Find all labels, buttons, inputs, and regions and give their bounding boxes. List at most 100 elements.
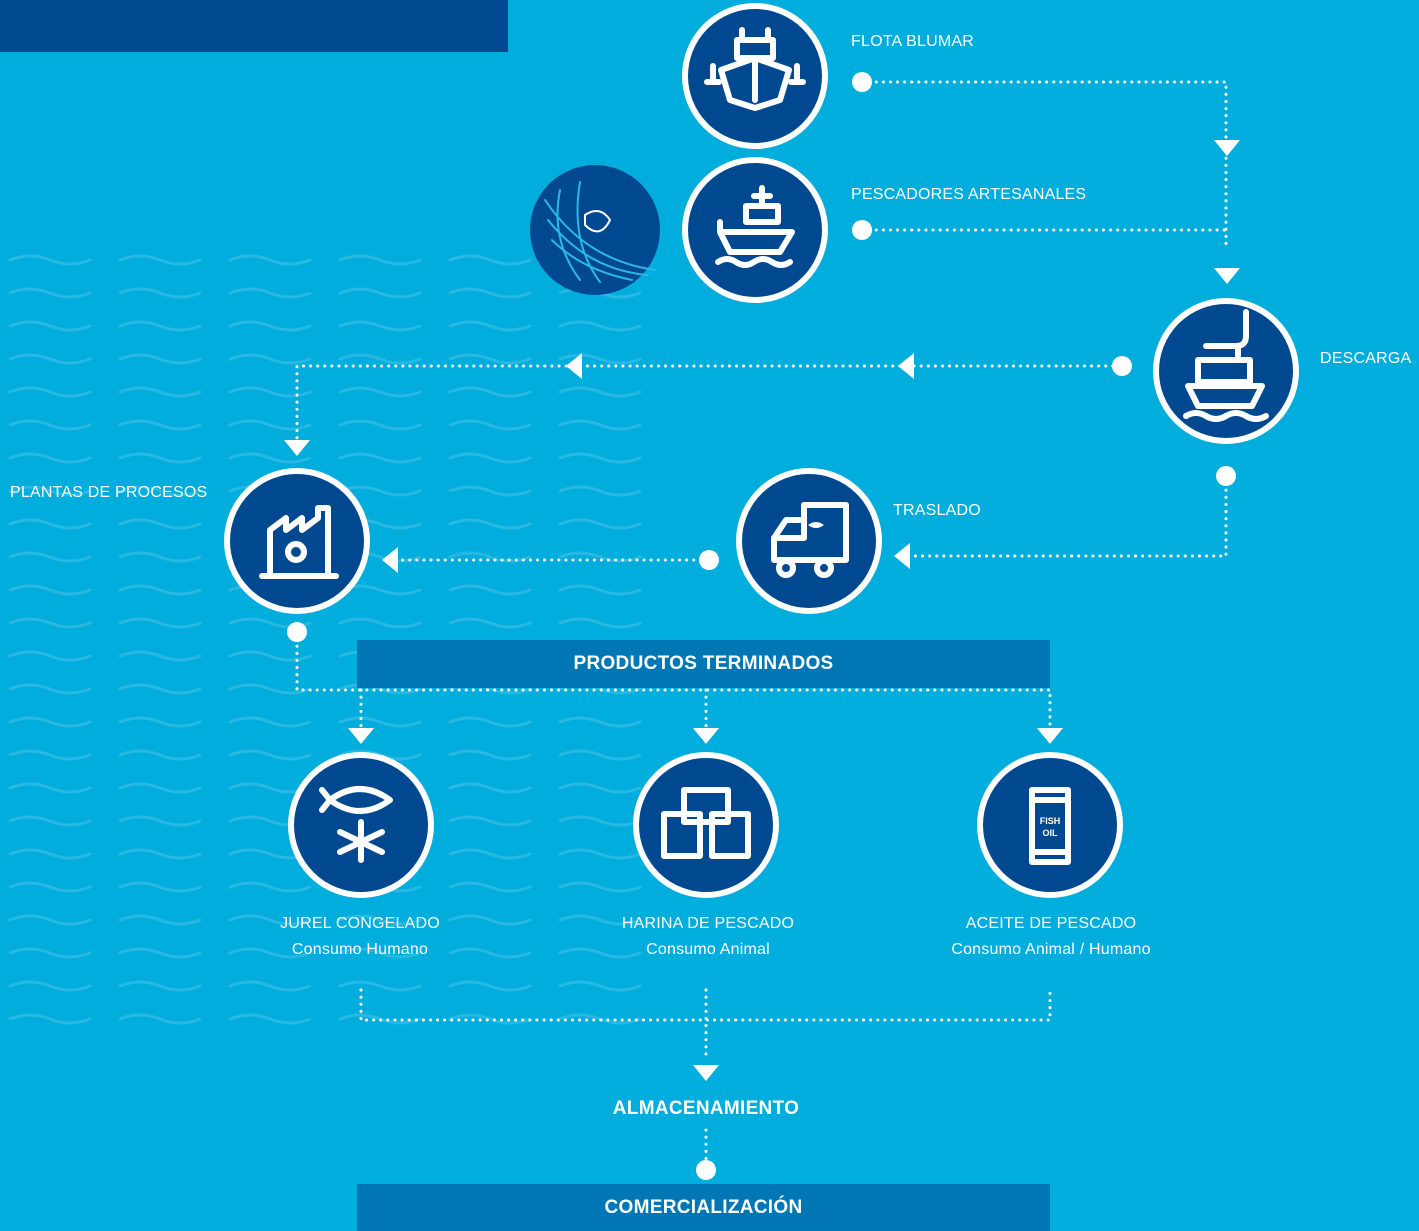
jurel-label-block: JUREL CONGELADO Consumo Humano <box>280 911 440 963</box>
barrel-text-fish: FISH <box>1040 816 1061 826</box>
arrow-left-icon <box>898 353 914 379</box>
wave-stroke <box>8 848 92 860</box>
wave-stroke <box>118 1013 202 1025</box>
wave-stroke <box>228 881 312 893</box>
wave-stroke <box>558 518 642 530</box>
aceite-sublabel: Consumo Animal / Humano <box>951 941 1151 958</box>
wave-stroke <box>448 848 532 860</box>
small-fish-icon <box>808 522 824 528</box>
flota-connector <box>860 80 1228 250</box>
wave-stroke <box>8 947 92 959</box>
plantas-dot <box>287 622 307 642</box>
wave-stroke <box>8 914 92 926</box>
wave-stroke <box>228 254 312 266</box>
wave-stroke <box>228 947 312 959</box>
pescadores-dot <box>852 220 872 240</box>
wave-stroke <box>8 353 92 365</box>
wave-stroke <box>448 617 532 629</box>
wave-stroke <box>118 419 202 431</box>
wave-stroke <box>118 782 202 794</box>
wave-stroke <box>118 881 202 893</box>
wave-stroke <box>558 584 642 596</box>
wave-stroke <box>448 386 532 398</box>
wave-stroke <box>118 848 202 860</box>
wave-stroke <box>8 749 92 761</box>
wave-stroke <box>118 617 202 629</box>
wave-stroke <box>8 452 92 464</box>
wave-stroke <box>228 452 312 464</box>
wave-stroke <box>448 419 532 431</box>
wave-stroke <box>448 287 532 299</box>
arrow-down-icon <box>1214 140 1240 156</box>
unloading-crane-icon <box>1183 309 1269 422</box>
wave-stroke <box>558 320 642 332</box>
wave-stroke <box>118 386 202 398</box>
wave-pattern <box>8 254 642 1025</box>
aceite-label-block: ACEITE DE PESCADO Consumo Animal / Human… <box>951 911 1150 963</box>
wave-stroke <box>8 386 92 398</box>
wave-stroke <box>338 485 422 497</box>
wave-stroke <box>8 254 92 266</box>
jurel-sublabel: Consumo Humano <box>291 941 429 958</box>
aceite-label: ACEITE DE PESCADO <box>965 915 1137 932</box>
wave-stroke <box>338 980 422 992</box>
arrow-down-icon <box>284 440 310 456</box>
wave-stroke <box>8 518 92 530</box>
wave-stroke <box>558 947 642 959</box>
descarga-label: DESCARGA <box>1320 350 1412 367</box>
wave-stroke <box>8 683 92 695</box>
wave-stroke <box>558 419 642 431</box>
wave-stroke <box>448 254 532 266</box>
wave-stroke <box>118 650 202 662</box>
wave-stroke <box>228 716 312 728</box>
wave-stroke <box>118 947 202 959</box>
wave-stroke <box>338 716 422 728</box>
wave-stroke <box>558 353 642 365</box>
wave-stroke <box>338 386 422 398</box>
wave-stroke <box>338 617 422 629</box>
wave-stroke <box>338 947 422 959</box>
jurel-label: JUREL CONGELADO <box>280 915 440 932</box>
wave-stroke <box>338 419 422 431</box>
wave-stroke <box>228 353 312 365</box>
traslado-label: TRASLADO <box>893 502 981 519</box>
wave-stroke <box>118 320 202 332</box>
wave-stroke <box>118 551 202 563</box>
wave-stroke <box>118 683 202 695</box>
productos-band: PRODUCTOS TERMINADOS <box>357 640 1050 688</box>
wave-stroke <box>8 881 92 893</box>
wave-stroke <box>8 617 92 629</box>
wave-stroke <box>338 452 422 464</box>
wave-stroke <box>558 914 642 926</box>
connectors <box>295 80 1228 1170</box>
fishing-boat-icon <box>715 185 795 268</box>
harina-sublabel: Consumo Animal <box>646 941 770 958</box>
wave-stroke <box>558 848 642 860</box>
ship-front-icon <box>704 27 806 111</box>
wave-stroke <box>228 980 312 992</box>
wave-stroke <box>118 716 202 728</box>
wave-stroke <box>8 419 92 431</box>
comercializacion-band: COMERCIALIZACIÓN <box>357 1184 1050 1231</box>
arrow-down-icon <box>693 728 719 744</box>
traslado-node <box>736 468 882 614</box>
flota-label: FLOTA BLUMAR <box>851 33 975 50</box>
products-merge-connector <box>359 988 1052 1062</box>
wave-stroke <box>118 914 202 926</box>
wave-stroke <box>448 716 532 728</box>
wave-stroke <box>448 353 532 365</box>
fish-oil-barrel-icon <box>1029 787 1071 865</box>
wave-stroke <box>558 749 642 761</box>
wave-stroke <box>8 320 92 332</box>
wave-stroke <box>448 518 532 530</box>
plantas-node <box>224 468 370 614</box>
almacenamiento-dot <box>696 1160 716 1180</box>
wave-stroke <box>8 485 92 497</box>
wave-stroke <box>118 353 202 365</box>
wave-stroke <box>448 485 532 497</box>
harina-label-block: HARINA DE PESCADO Consumo Animal <box>622 911 794 963</box>
wave-stroke <box>228 749 312 761</box>
harina-label: HARINA DE PESCADO <box>621 915 795 932</box>
wave-stroke <box>558 485 642 497</box>
